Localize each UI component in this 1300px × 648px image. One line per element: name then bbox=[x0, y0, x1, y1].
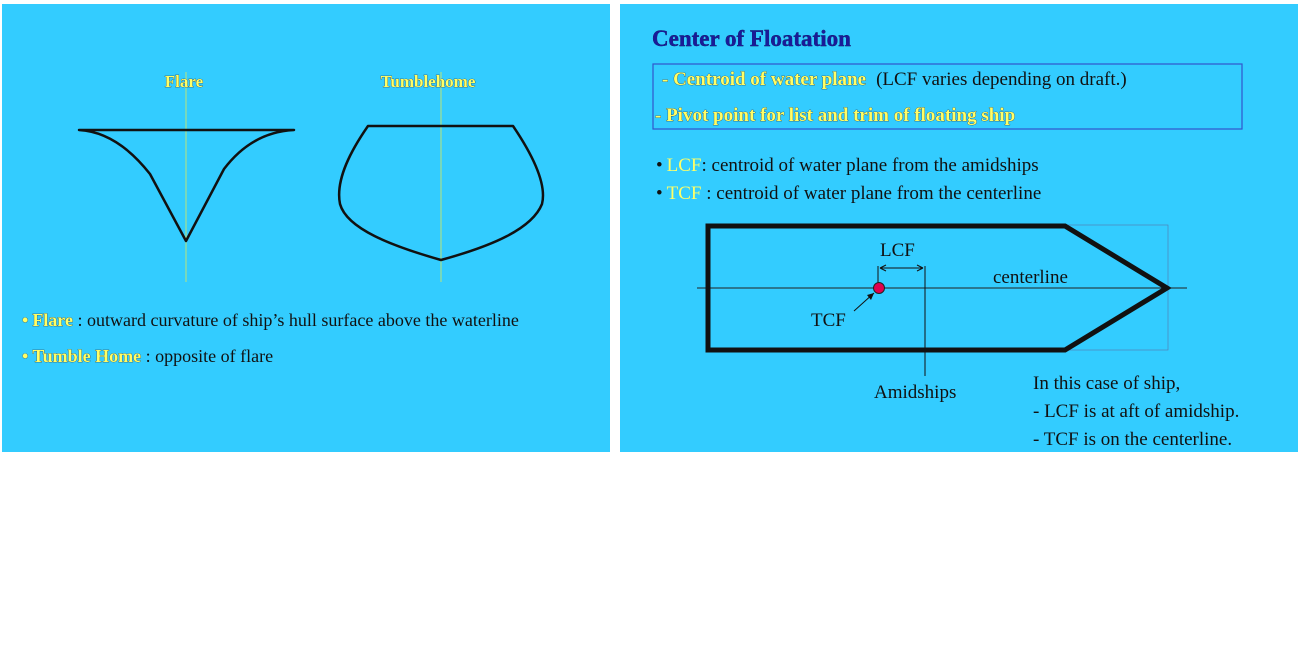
lcf-draft-note: (LCF varies depending on draft.) bbox=[876, 69, 1127, 90]
lcf-diagram-label: LCF bbox=[880, 240, 915, 261]
hull-sections-diagram: Flare Tumblehome •Flare : outward curvat… bbox=[22, 72, 545, 366]
center-of-floatation-diagram: Center of Floatation - Centroid of water… bbox=[652, 26, 1243, 450]
tcf-diagram-label: TCF bbox=[811, 310, 846, 331]
bullet-marker: • bbox=[656, 183, 663, 204]
definition-box bbox=[652, 63, 1243, 130]
slide-background bbox=[2, 4, 610, 452]
note-line-2: - LCF is at aft of amidship. bbox=[1033, 401, 1239, 422]
bullet-marker: • bbox=[22, 310, 28, 330]
bullet-marker: • bbox=[656, 155, 663, 176]
center-of-floatation-slide: Center of Floatation - Centroid of water… bbox=[620, 4, 1298, 452]
centerline-label: centerline bbox=[993, 267, 1068, 288]
flare-tumblehome-slide: Flare Tumblehome •Flare : outward curvat… bbox=[2, 4, 610, 452]
centroid-term: - Centroid of water plane bbox=[662, 69, 866, 90]
definition-line-1: - Centroid of water plane (LCF varies dep… bbox=[662, 69, 1127, 90]
tcf-marker bbox=[873, 282, 885, 294]
flare-term: Flare bbox=[32, 310, 73, 330]
lcf-term: LCF bbox=[667, 155, 702, 176]
flare-label: Flare bbox=[165, 72, 204, 91]
note-line-1: In this case of ship, bbox=[1033, 373, 1180, 394]
tumblehome-label: Tumblehome bbox=[381, 72, 476, 91]
lcf-dimension-arrows bbox=[879, 264, 924, 272]
tumblehome-definition-text: : opposite of flare bbox=[141, 346, 273, 366]
bullet-marker: • bbox=[22, 346, 28, 366]
tcf-bullet: •TCF : centroid of water plane from the … bbox=[656, 183, 1041, 204]
flare-definition-text: : outward curvature of ship’s hull surfa… bbox=[73, 310, 519, 330]
lcf-bullet: •LCF: centroid of water plane from the a… bbox=[656, 155, 1039, 176]
tcf-leader-arrowhead bbox=[867, 293, 874, 300]
flare-hull-section bbox=[77, 128, 296, 243]
water-plane-outline bbox=[705, 223, 1172, 353]
tcf-definition: : centroid of water plane from the cente… bbox=[702, 183, 1042, 204]
amidships-label: Amidships bbox=[874, 382, 956, 403]
definition-line-2: - Pivot point for list and trim of float… bbox=[655, 105, 1015, 126]
tumblehome-term: Tumble Home bbox=[32, 346, 141, 366]
tumblehome-definition: •Tumble Home : opposite of flare bbox=[22, 346, 273, 366]
lcf-definition: : centroid of water plane from the amids… bbox=[702, 155, 1039, 176]
flare-definition: •Flare : outward curvature of ship’s hul… bbox=[22, 310, 519, 330]
slide-title: Center of Floatation bbox=[652, 26, 851, 51]
tumblehome-hull-section bbox=[337, 124, 545, 262]
tcf-term: TCF bbox=[667, 183, 702, 204]
note-line-3: - TCF is on the centerline. bbox=[1033, 429, 1232, 450]
